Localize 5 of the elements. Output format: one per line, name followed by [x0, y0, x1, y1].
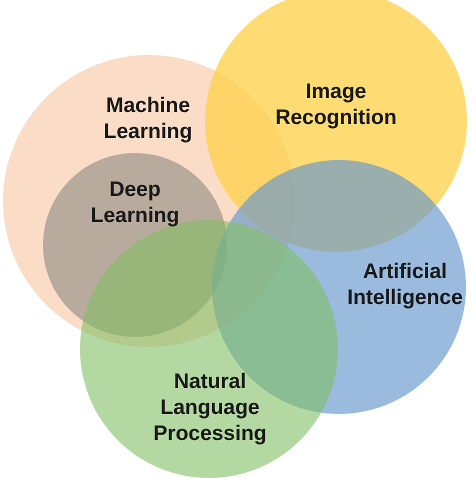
circle-label: Image Recognition — [274, 79, 398, 131]
circle-label: Deep Learning — [90, 177, 180, 229]
circle-label: Machine Learning — [102, 93, 194, 145]
circle-label: Artificial Intelligence — [346, 259, 464, 311]
circle-label: Natural Language Processing — [152, 369, 268, 447]
